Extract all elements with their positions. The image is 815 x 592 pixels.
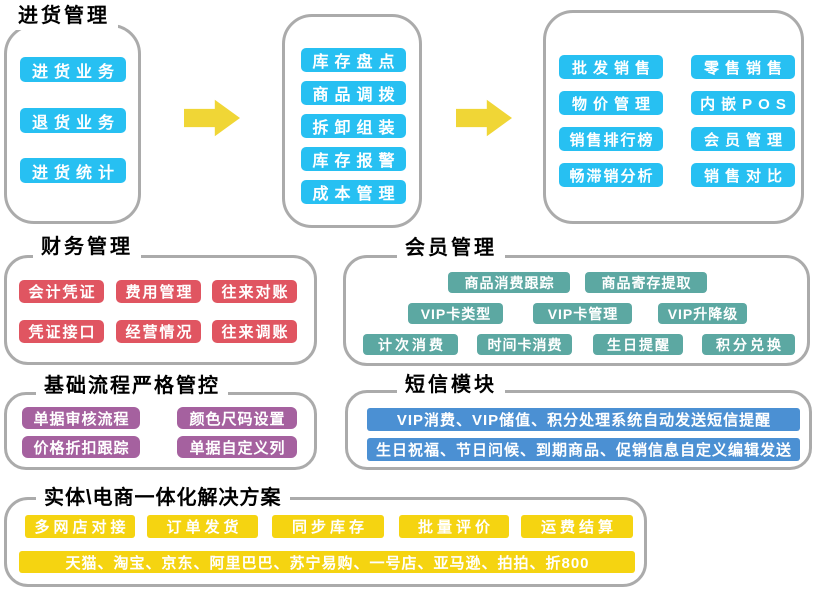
ecommerce-item: 订单发货 [147,515,258,538]
finance-item: 经营情况 [116,320,201,343]
panel-sales [543,10,804,224]
finance-item: 凭证接口 [19,320,104,343]
member-item: 商品消费跟踪 [448,272,570,293]
arrow-right-icon [456,99,512,137]
finance-item: 往来对账 [212,280,297,303]
process-item: 单据审核流程 [22,407,140,429]
panel-member [343,255,810,366]
panel-ecommerce-title: 实体\电商一体化解决方案 [36,484,290,512]
panel-process [4,392,317,470]
finance-item: 费用管理 [116,280,201,303]
panel-finance-title: 财务管理 [33,233,141,261]
member-item: 时间卡消费 [477,334,572,355]
member-item: VIP升降级 [658,303,747,324]
process-item: 单据自定义列 [177,436,297,458]
process-item: 颜色尺码设置 [177,407,297,429]
sales-item: 批发销售 [559,55,663,79]
panel-finance [4,255,317,365]
panel-process-title: 基础流程严格管控 [36,372,228,400]
sales-item: 销售对比 [691,163,795,187]
panel-member-title: 会员管理 [397,234,505,262]
member-item: 商品寄存提取 [585,272,707,293]
sms-bar: VIP消费、VIP储值、积分处理系统自动发送短信提醒 [367,408,800,431]
ecommerce-item: 多网店对接 [25,515,135,538]
inventory-item: 商品调拨 [301,81,406,105]
sms-bar: 生日祝福、节日问候、到期商品、促销信息自定义编辑发送 [367,438,800,461]
process-item: 价格折扣跟踪 [22,436,140,458]
inventory-item: 库存报警 [301,147,406,171]
inventory-item: 库存盘点 [301,48,406,72]
arrow-right-icon [184,99,240,137]
panel-inventory [282,14,422,228]
sales-item: 零售销售 [691,55,795,79]
ecommerce-item: 批量评价 [399,515,509,538]
sales-item: 会员管理 [691,127,795,151]
purchase-item: 进货统计 [20,158,126,183]
inventory-item: 成本管理 [301,180,406,204]
sales-item: 畅滞销分析 [559,163,663,187]
purchase-item: 退货业务 [20,108,126,133]
sales-item: 销售排行榜 [559,127,663,151]
inventory-item: 拆卸组装 [301,114,406,138]
panel-ecommerce [4,497,647,587]
ecommerce-item: 同步库存 [272,515,384,538]
panel-sms-title: 短信模块 [397,371,505,399]
member-item: 生日提醒 [593,334,683,355]
member-item: 计次消费 [363,334,458,355]
ecommerce-item: 运费结算 [521,515,633,538]
sales-item: 内嵌POS [691,91,795,115]
member-item: VIP卡类型 [408,303,503,324]
member-item: 积分兑换 [702,334,795,355]
sales-item: 物价管理 [559,91,663,115]
finance-item: 会计凭证 [19,280,104,303]
panel-purchase-title: 进货管理 [10,2,118,30]
panel-sms [345,390,812,470]
purchase-item: 进货业务 [20,57,126,82]
member-item: VIP卡管理 [533,303,632,324]
ecommerce-platforms-bar: 天猫、淘宝、京东、阿里巴巴、苏宁易购、一号店、亚马逊、拍拍、折800 [19,551,635,573]
finance-item: 往来调账 [212,320,297,343]
